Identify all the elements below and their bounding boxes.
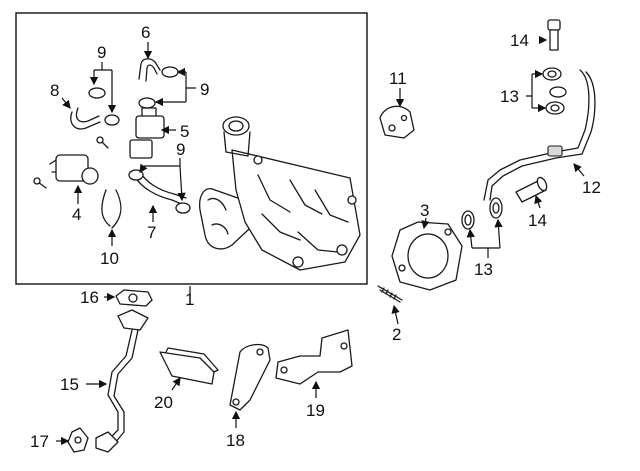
callout-3: 3 (420, 201, 429, 220)
oil-line-12[interactable] (483, 69, 596, 201)
hose-clamps-9a[interactable] (88, 87, 120, 126)
callout-14b: 14 (528, 211, 547, 230)
callout-17: 17 (30, 432, 49, 451)
leader-lines (56, 35, 585, 446)
callout-20: 20 (154, 393, 173, 412)
callout-19: 19 (306, 401, 325, 420)
callout-9c: 9 (176, 140, 185, 159)
gasket-3[interactable] (391, 221, 463, 291)
valve-4[interactable] (49, 154, 99, 185)
seals-13-top[interactable] (542, 67, 567, 115)
hose-6[interactable] (138, 58, 161, 82)
callout-2: 2 (392, 325, 401, 344)
callout-10: 10 (100, 249, 119, 268)
hose-7[interactable] (135, 171, 187, 206)
callout-9b: 9 (200, 80, 209, 99)
callout-15: 15 (60, 375, 79, 394)
callout-8: 8 (50, 81, 59, 100)
callout-7: 7 (147, 223, 156, 242)
callout-5: 5 (180, 122, 189, 141)
oil-feed-line-15[interactable] (95, 309, 149, 453)
bracket-18[interactable] (229, 343, 271, 411)
callout-18: 18 (226, 431, 245, 450)
callout-13a: 13 (500, 87, 519, 106)
bolt-4[interactable] (33, 177, 47, 189)
callout-13b: 13 (474, 260, 493, 279)
solenoid-valve-5[interactable] (129, 107, 165, 159)
callout-6: 6 (141, 23, 150, 42)
bolt-small[interactable] (96, 136, 109, 149)
bolt-14-top[interactable] (547, 19, 561, 51)
hose-10[interactable] (101, 189, 122, 229)
vacuum-hose-8[interactable] (70, 107, 101, 130)
bracket-20[interactable] (159, 347, 219, 385)
callout-labels: 1 2 3 4 5 6 7 8 9 9 9 9 10 11 12 13 13 1… (30, 23, 601, 451)
turbo-assembly-frame (15, 12, 368, 285)
stud-2[interactable] (377, 285, 403, 303)
callout-16: 16 (80, 288, 99, 307)
heat-shield-11[interactable] (379, 105, 415, 139)
gasket-17[interactable] (67, 427, 89, 453)
callout-4: 4 (72, 205, 81, 224)
callout-1: 1 (185, 290, 194, 309)
callout-14a: 14 (510, 31, 529, 50)
bracket-19[interactable] (275, 329, 353, 385)
bolt-14-lower[interactable] (515, 176, 549, 203)
gasket-16[interactable] (115, 289, 153, 307)
turbocharger-part[interactable] (199, 116, 361, 271)
callout-11: 11 (389, 69, 407, 88)
callout-12: 12 (582, 178, 601, 197)
seals-13-lower[interactable] (461, 197, 503, 230)
callout-9a: 9 (97, 43, 106, 62)
